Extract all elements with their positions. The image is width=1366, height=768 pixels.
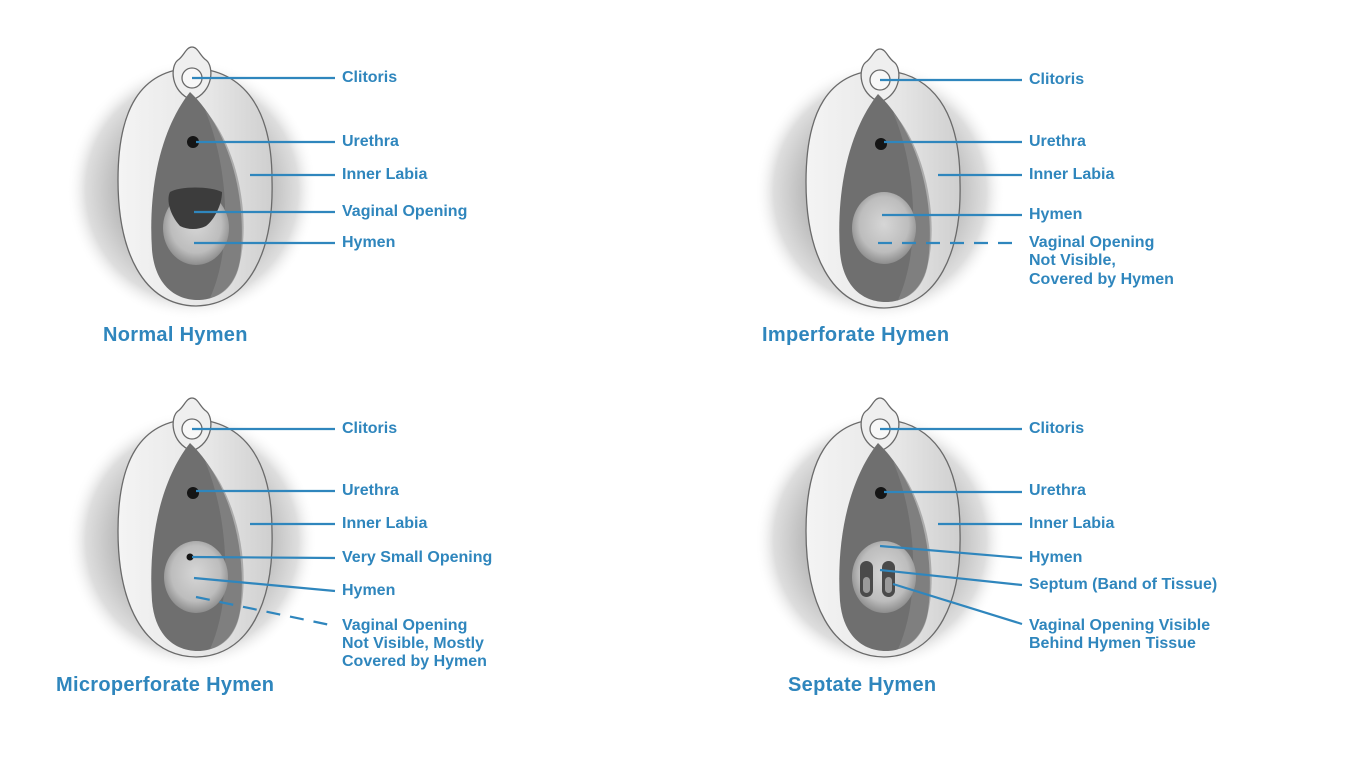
label-inner-labia: Inner Labia xyxy=(342,166,428,183)
label-clitoris: Clitoris xyxy=(342,69,398,86)
label-vaginal-opening-line2: Not Visible, Mostly xyxy=(342,635,484,652)
microperforate-hymen-leader-lines xyxy=(191,427,336,628)
panel-title-imperforate: Imperforate Hymen xyxy=(762,324,950,346)
septate-hymen-leader-lines xyxy=(879,427,1023,626)
label-hymen: Hymen xyxy=(1029,549,1083,566)
label-vaginal-opening: Vaginal Opening xyxy=(342,617,468,634)
label-urethra: Urethra xyxy=(1029,133,1086,150)
label-septum: Septum (Band of Tissue) xyxy=(1029,576,1218,593)
imperforate-hymen-figure xyxy=(754,48,1006,323)
label-vaginal-opening-line3: Covered by Hymen xyxy=(342,653,487,670)
panel-title-microperforate: Microperforate Hymen xyxy=(56,674,275,696)
label-urethra: Urethra xyxy=(342,482,399,499)
label-clitoris: Clitoris xyxy=(1029,420,1085,437)
label-clitoris: Clitoris xyxy=(1029,71,1085,88)
label-inner-labia: Inner Labia xyxy=(1029,166,1115,183)
label-vaginal-opening-line3: Covered by Hymen xyxy=(1029,271,1174,288)
label-vaginal-opening-line2: Not Visible, xyxy=(1029,252,1116,269)
panel-title-septate: Septate Hymen xyxy=(788,674,937,696)
label-hymen: Hymen xyxy=(342,582,396,599)
label-vaginal-opening: Vaginal Opening xyxy=(1029,234,1155,251)
label-clitoris: Clitoris xyxy=(342,420,398,437)
imperforate-hymen-leader-lines xyxy=(878,78,1022,245)
label-vaginal-opening-visible: Vaginal Opening Visible xyxy=(1029,617,1211,634)
label-vaginal-opening-visible-line2: Behind Hymen Tissue xyxy=(1029,635,1196,652)
panel-title-normal: Normal Hymen xyxy=(103,324,248,346)
label-very-small-opening: Very Small Opening xyxy=(342,549,493,566)
label-hymen: Hymen xyxy=(342,234,396,251)
vaginal-opening-shape xyxy=(168,187,222,229)
label-hymen: Hymen xyxy=(1029,206,1083,223)
label-urethra: Urethra xyxy=(342,133,399,150)
label-inner-labia: Inner Labia xyxy=(342,515,428,532)
label-vaginal-opening: Vaginal Opening xyxy=(342,203,468,220)
septate-hymen-figure xyxy=(754,397,1006,672)
label-inner-labia: Inner Labia xyxy=(1029,515,1115,532)
label-urethra: Urethra xyxy=(1029,482,1086,499)
microperforate-hymen-figure xyxy=(66,397,318,672)
normal-hymen-leader-lines xyxy=(192,76,335,245)
normal-hymen-figure xyxy=(66,46,318,321)
